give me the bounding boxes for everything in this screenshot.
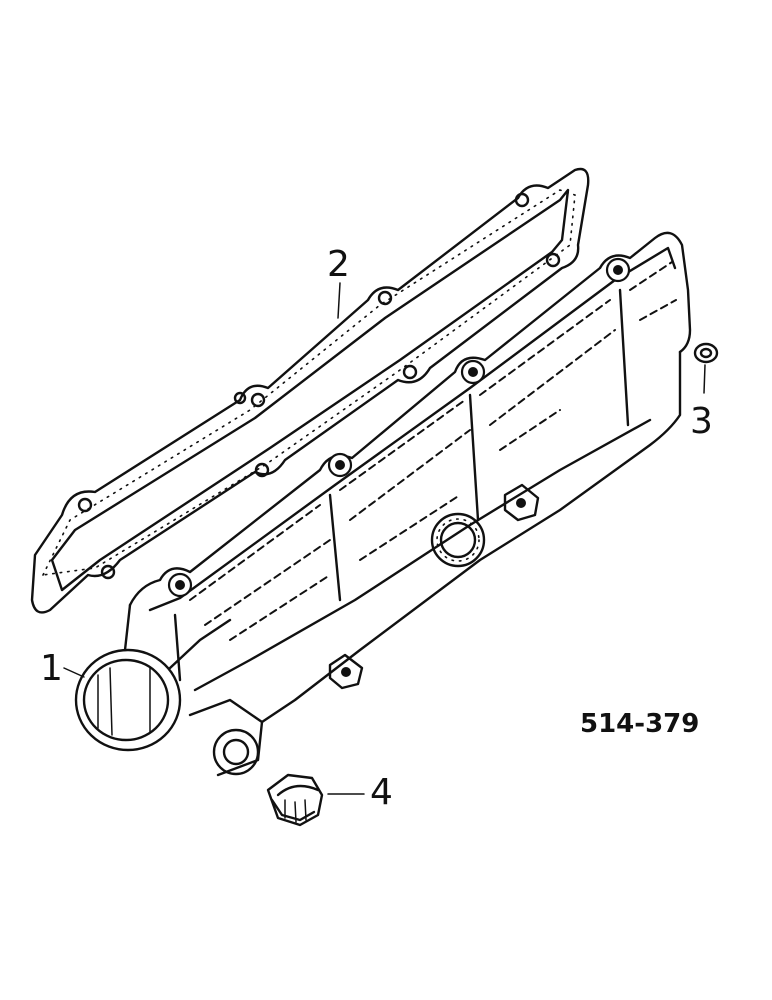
leader-lines [63,282,706,795]
housing-body-lower [123,350,682,724]
gasket-stipple [41,189,576,576]
housing-bolt-bosses [167,257,631,598]
housing-inlet-opening [74,618,232,752]
housing-flange-outline [128,231,692,607]
manifold-housing [74,231,692,777]
gasket-outer-outline [30,167,590,614]
leader-2 [337,282,341,319]
housing-cast-lines [189,261,677,641]
housing-center-boss [430,512,486,568]
callout-1: 1 [40,648,63,689]
housing-fittings [328,483,540,690]
callout-4: 4 [370,772,393,813]
gasket-inner-outline [50,188,570,592]
leader-1 [63,667,85,678]
gasket [30,167,590,614]
gasket-bolt-holes [77,192,561,580]
housing-flange-inner [148,246,677,612]
leader-3 [703,364,706,394]
housing-body-bottom [193,418,652,692]
housing-body-contour [173,288,630,682]
figure-number: 514-379 [580,709,699,739]
callout-2: 2 [327,244,350,285]
callout-3: 3 [690,401,713,442]
housing-side-port [188,698,264,777]
plug [266,773,324,827]
washer [693,342,719,364]
